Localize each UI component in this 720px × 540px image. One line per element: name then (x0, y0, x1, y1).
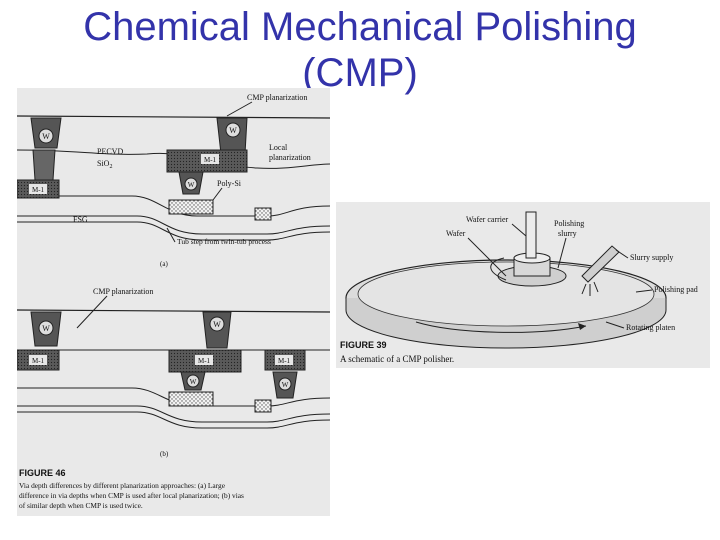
cmp-label-b: CMP planarization (93, 287, 153, 296)
m1-text: M-1 (198, 357, 211, 365)
panel-a-letter: (a) (160, 260, 168, 268)
caption-line1: Via depth differences by different plana… (19, 481, 226, 490)
fsg-line (17, 215, 330, 235)
substrate-line (17, 411, 330, 429)
carrier-rotation-arrow (490, 257, 507, 281)
local-label-line2: planarization (269, 153, 311, 162)
panel-b: W M-1 W M-1 W M-1 W CMP planarization (b… (17, 287, 330, 458)
polysi-label: Poly-Si (217, 179, 242, 188)
leader-line (557, 237, 567, 269)
m1-tag (201, 154, 219, 164)
m1-tag (29, 184, 47, 194)
cmp-plane-line (17, 115, 330, 119)
m1-text: M-1 (32, 186, 45, 194)
w-badge (184, 177, 198, 191)
m1-text: M-1 (278, 357, 291, 365)
slurry-supply-label: Slurry supply (630, 253, 673, 262)
leader-line (635, 289, 653, 293)
w-text: W (229, 126, 237, 135)
leader-line (615, 249, 629, 259)
poly-si-small (254, 207, 272, 221)
carrier-shaft (525, 211, 537, 259)
polishing-label-line2: slurry (558, 229, 577, 238)
wafer-label: Wafer (446, 229, 466, 238)
w-badge (278, 377, 292, 391)
w-badge (38, 320, 54, 336)
w-text: W (42, 324, 50, 333)
polishing-pad (357, 261, 655, 327)
m1-tag (275, 355, 293, 365)
leader-line (226, 101, 253, 117)
caption-title: FIGURE 39 (340, 340, 387, 350)
w-text: W (188, 181, 195, 189)
fsg-label: FSG (73, 215, 88, 224)
w-badge (225, 122, 241, 138)
fsg-line (17, 405, 330, 423)
caption-title: FIGURE 46 (19, 468, 66, 478)
figure-39-drawing: Wafer carrier Polishing slurry Wafer Slu… (340, 211, 698, 364)
caption-line3: of similar depth when CMP is used twice. (19, 501, 143, 510)
leader-line (212, 187, 223, 201)
tub-label: Tub step from twin-tub process (177, 237, 271, 246)
leader-line (467, 237, 507, 277)
oxide-line (17, 195, 330, 217)
figure-39-scan: Wafer carrier Polishing slurry Wafer Slu… (336, 202, 710, 368)
leader-line (76, 295, 108, 329)
w-badge (38, 128, 54, 144)
leader-line (166, 227, 176, 243)
via-column-left (32, 149, 56, 181)
panel-a: W M-1 W M-1 W CMP planarization PECVD Si… (17, 93, 330, 268)
m1-tag (195, 355, 213, 365)
w-text: W (282, 381, 289, 389)
figure-46-scan: W M-1 W M-1 W CMP planarization PECVD Si… (17, 88, 330, 516)
local-label-line1: Local (269, 143, 288, 152)
polishing-pad-label: Polishing pad (654, 285, 698, 294)
sio2-label: SiO2 (97, 159, 112, 170)
slide-title: Chemical Mechanical Polishing (CMP) (0, 4, 720, 96)
rotating-platen-label: Rotating platen (626, 323, 675, 332)
caption-line1: A schematic of a CMP polisher. (340, 354, 454, 364)
figure-46-drawing: W M-1 W M-1 W CMP planarization PECVD Si… (17, 93, 330, 510)
polishing-label-line1: Polishing (554, 219, 584, 228)
rotation-arrowhead (578, 323, 586, 330)
cmp-label-a: CMP planarization (247, 93, 307, 102)
poly-si-block (168, 391, 214, 407)
cmp-plane-line (17, 309, 330, 313)
w-text: W (213, 320, 221, 329)
wafer-carrier-label: Wafer carrier (466, 215, 509, 224)
m1-text: M-1 (32, 357, 45, 365)
w-text: W (190, 378, 197, 386)
slide-title-line2: (CMP) (302, 51, 418, 95)
poly-si-block (168, 199, 214, 215)
leader-line (511, 223, 527, 237)
panel-b-letter: (b) (160, 450, 169, 458)
rotation-arrow (415, 321, 587, 333)
slurry-drops (581, 281, 599, 296)
substrate-line (17, 221, 330, 241)
slide-title-line1: Chemical Mechanical Polishing (83, 5, 637, 49)
m1-text: M-1 (204, 156, 217, 164)
pecvd-label: PECVD (97, 147, 123, 156)
w-badge (186, 374, 200, 388)
caption-line2: difference in via depths when CMP is use… (19, 491, 244, 500)
m1-tag (29, 355, 47, 365)
leader-line (605, 321, 625, 329)
w-badge (209, 316, 225, 332)
figure-46-caption: FIGURE 46 Via depth differences by diffe… (19, 468, 244, 510)
poly-si-small (254, 399, 272, 413)
w-text: W (42, 132, 50, 141)
